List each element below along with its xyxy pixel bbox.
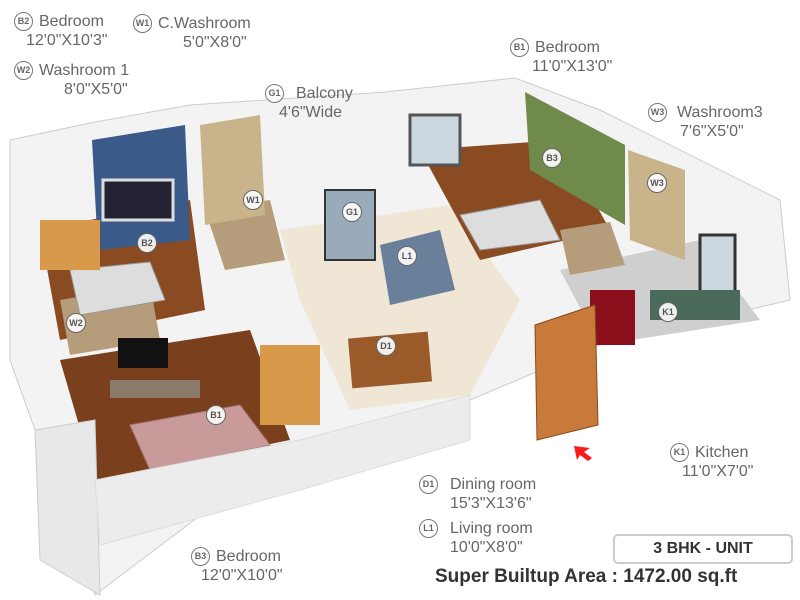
window-b1-room: [408, 113, 462, 167]
unit-type-badge: 3 BHK - UNIT: [613, 534, 793, 564]
front-wall-left: [34, 419, 101, 596]
room-dims: 11'0"X7'0": [682, 463, 754, 480]
dining-table: [347, 331, 433, 389]
label-b1: B1 Bedroom 11'0"X13'0": [510, 38, 612, 76]
room-name: Balcony: [296, 85, 353, 102]
room-dims: 11'0"X13'0": [532, 58, 613, 75]
label-b3: B3 Bedroom 12'0"X10'0": [191, 547, 283, 585]
room-dims: 5'0"X8'0": [183, 34, 247, 51]
badge-b1: B1: [510, 38, 529, 57]
room-name: Living room: [450, 520, 533, 537]
marker-w3: W3: [647, 173, 667, 193]
badge-k1: K1: [670, 443, 689, 462]
room-name: Kitchen: [695, 444, 749, 461]
room-name: Dining room: [450, 476, 537, 493]
window-b2: [101, 178, 175, 222]
front-wall-bottom: [94, 394, 471, 546]
badge-w3: W3: [648, 103, 667, 122]
room-name: C.Washroom: [158, 15, 251, 32]
marker-b1: B1: [206, 405, 226, 425]
marker-b2: B2: [137, 233, 157, 253]
bed-b2: [69, 261, 166, 316]
badge-b3: B3: [191, 547, 210, 566]
room-dims: 7'6"X5'0": [680, 123, 744, 140]
label-g1: G1 Balcony 4'6"Wide: [265, 84, 353, 122]
badge-g1: G1: [265, 84, 284, 103]
room-name: Bedroom: [39, 13, 104, 30]
entrance-door: [534, 304, 599, 441]
room-dims: 4'6"Wide: [279, 104, 342, 121]
room-name: Bedroom: [216, 548, 281, 565]
room-dims: 10'0"X8'0": [450, 539, 523, 556]
room-name: Washroom3: [677, 104, 763, 121]
label-w3: W3 Washroom3 7'6"X5'0": [648, 103, 763, 141]
floor-washroom-w3: [560, 222, 625, 275]
label-l1: L1 Living room 10'0"X8'0": [419, 519, 533, 557]
room-dims: 8'0"X5'0": [64, 81, 128, 98]
bed-b3: [459, 199, 561, 251]
label-d1: D1 Dining room 15'3"X13'6": [419, 475, 536, 513]
marker-d1: D1: [376, 336, 396, 356]
entrance-arrow: [574, 446, 592, 461]
label-b2: B2 Bedroom 12'0"X10'3": [14, 12, 108, 50]
fridge: [590, 290, 635, 345]
wall-green-b3: [525, 92, 625, 225]
super-builtup-area: Super Builtup Area : 1472.00 sq.ft: [435, 566, 738, 587]
marker-g1: G1: [342, 202, 362, 222]
tv: [118, 338, 168, 368]
room-dims: 12'0"X10'0": [201, 567, 283, 584]
marker-w1: W1: [243, 190, 263, 210]
badge-l1: L1: [419, 519, 438, 538]
bed-b1: [129, 404, 271, 471]
balcony-door: [324, 189, 376, 261]
label-w1: W1 C.Washroom 5'0"X8'0": [133, 14, 251, 52]
marker-l1: L1: [397, 246, 417, 266]
marker-k1: K1: [658, 302, 678, 322]
badge-w1: W1: [133, 14, 152, 33]
wardrobe-b1: [260, 345, 320, 425]
wall-tile-w3: [628, 150, 685, 260]
badge-b2: B2: [14, 12, 33, 31]
badge-w2: W2: [14, 61, 33, 80]
marker-b3: B3: [542, 148, 562, 168]
room-name: Washroom 1: [39, 62, 130, 79]
marker-w2: W2: [66, 313, 86, 333]
wardrobe-b2: [40, 220, 100, 270]
label-k1: K1 Kitchen 11'0"X7'0": [670, 443, 753, 481]
room-dims: 15'3"X13'6": [450, 495, 532, 512]
badge-d1: D1: [419, 475, 438, 494]
tv-unit: [110, 380, 200, 398]
room-name: Bedroom: [535, 39, 600, 56]
label-w2: W2 Washroom 1 8'0"X5'0": [14, 61, 129, 99]
room-dims: 12'0"X10'3": [26, 32, 108, 49]
window-kitchen: [698, 233, 737, 297]
